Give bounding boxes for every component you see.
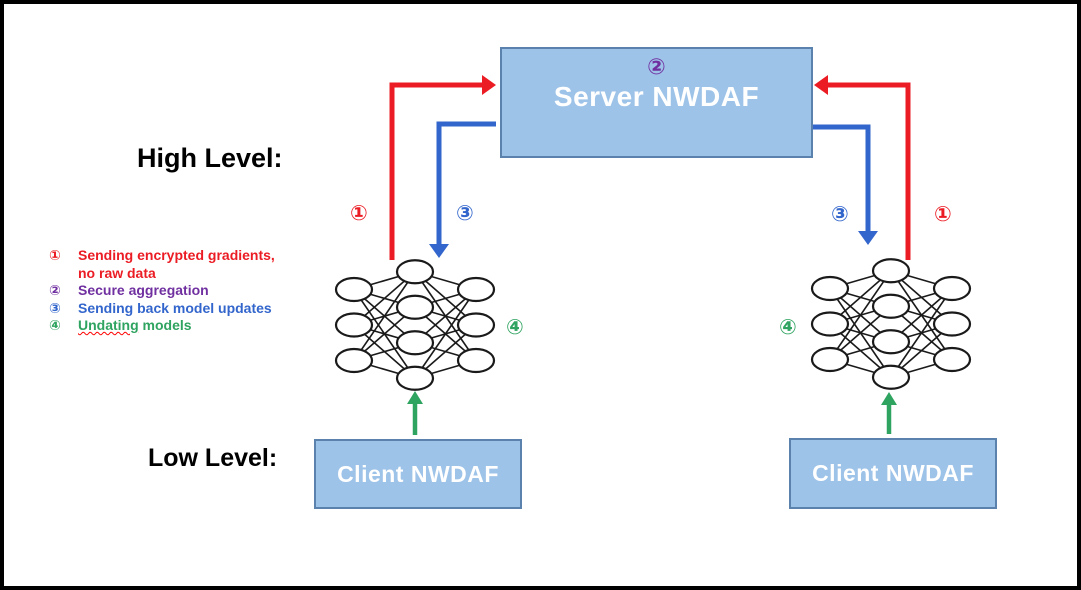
- legend-text-4: Undating models: [78, 317, 192, 335]
- server-nwdaf-box: ② Server NWDAF: [500, 47, 813, 158]
- legend-text-3: Sending back model updates: [78, 299, 272, 316]
- step-1-marker-right: ①: [934, 203, 952, 226]
- legend-item-3: ③ Sending back model updates: [49, 300, 293, 318]
- legend-num-1: ①: [49, 247, 61, 263]
- step-3-marker-right: ③: [831, 203, 849, 226]
- step-1-marker-left: ①: [350, 202, 368, 225]
- legend-text-4-word: Undating: [78, 317, 139, 333]
- legend-text-2: Secure aggregation: [78, 282, 209, 298]
- legend-num-3: ③: [49, 299, 61, 316]
- legend-text-1: Sending encrypted gradients, no raw data: [78, 247, 275, 281]
- legend-item-2: ② Secure aggregation: [49, 282, 293, 300]
- legend-text-4-rest: models: [142, 317, 192, 333]
- client-nwdaf-box-left: Client NWDAF: [314, 439, 522, 509]
- low-level-label: Low Level:: [148, 444, 278, 472]
- step-marker-2: ②: [647, 54, 666, 79]
- client-nwdaf-box-right: Client NWDAF: [789, 438, 997, 509]
- neural-network-left: [334, 259, 496, 391]
- server-nwdaf-title: Server NWDAF: [553, 81, 760, 112]
- legend: ① Sending encrypted gradients, no raw da…: [49, 247, 293, 335]
- high-level-label: High Level:: [137, 143, 283, 173]
- arrow-right-red-gradients: [826, 82, 911, 260]
- legend-num-4: ④: [49, 317, 61, 333]
- arrowhead-right-red: [814, 75, 828, 95]
- legend-item-1: ① Sending encrypted gradients, no raw da…: [49, 247, 293, 282]
- step-3-marker-left: ③: [456, 202, 474, 225]
- step-4-marker-right: ④: [779, 316, 797, 339]
- step-4-marker-left: ④: [506, 316, 524, 339]
- client-nwdaf-title-right: Client NWDAF: [812, 460, 974, 486]
- arrow-left-blue-updates: [436, 121, 496, 245]
- legend-num-2: ②: [49, 282, 61, 298]
- arrowhead-left-red: [482, 75, 496, 95]
- arrow-left-red-gradients: [389, 82, 484, 260]
- arrowhead-right-blue: [858, 231, 878, 245]
- neural-network-right: [810, 258, 972, 390]
- client-nwdaf-title-left: Client NWDAF: [337, 460, 499, 487]
- legend-item-4: ④ Undating models: [49, 317, 293, 335]
